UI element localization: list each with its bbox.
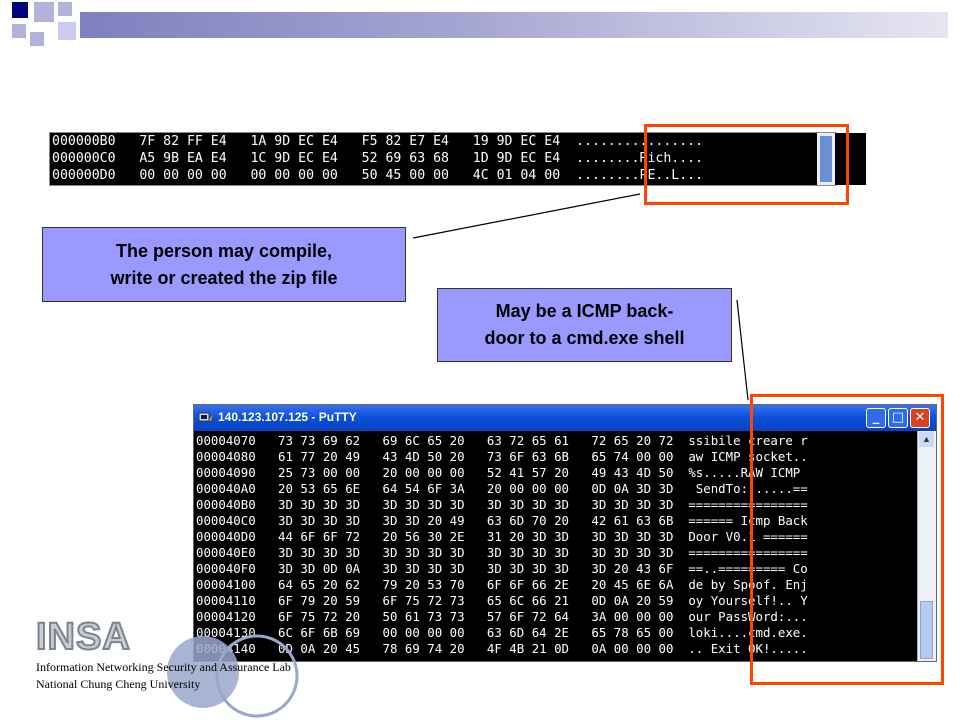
callout-compile-line1: The person may compile, — [115, 240, 333, 261]
corner-square-5 — [30, 32, 44, 46]
footer-credit: Information Networking Security and Assu… — [36, 659, 291, 693]
close-button[interactable]: ✕ — [910, 408, 930, 428]
terminal-row: 00004080 61 77 20 49 43 4D 50 20 73 6F 6… — [196, 449, 808, 464]
hex-dump-strip: 000000B0 7F 82 FF E4 1A 9D EC E4 F5 82 E… — [49, 132, 866, 186]
callout-compile-line2: write or created the zip file — [110, 267, 338, 288]
terminal-row: 00004090 25 73 00 00 20 00 00 00 52 41 5… — [196, 465, 801, 480]
corner-square-2 — [34, 2, 54, 22]
callout-compile: The person may compile, write or created… — [42, 227, 406, 302]
scrollbar-thumb[interactable] — [820, 136, 832, 182]
terminal-row: 00004120 6F 75 72 20 50 61 73 73 57 6F 7… — [196, 609, 808, 624]
hex-row: 000000C0 A5 9B EA E4 1C 9D EC E4 52 69 6… — [52, 151, 704, 166]
terminal-row: 00004100 64 65 20 62 79 20 53 70 6F 6F 6… — [196, 577, 808, 592]
minimize-button[interactable]: _ — [866, 408, 886, 428]
corner-square-6 — [58, 22, 76, 40]
putty-app-icon[interactable] — [198, 410, 214, 426]
terminal-scrollbar[interactable]: ▲ — [917, 431, 936, 661]
scrollbar-thumb[interactable] — [920, 601, 933, 659]
corner-square-4 — [12, 24, 26, 38]
scroll-up-arrow-icon[interactable]: ▲ — [919, 432, 934, 447]
corner-square-3 — [58, 2, 72, 16]
terminal-row: 000040B0 3D 3D 3D 3D 3D 3D 3D 3D 3D 3D 3… — [196, 497, 808, 512]
callout-icmp-line2: door to a cmd.exe shell — [484, 328, 685, 348]
header-gradient-band — [80, 12, 948, 38]
hex-strip-scrollbar[interactable] — [817, 133, 835, 185]
callout-icmp-line1: May be a ICMP back- — [495, 301, 674, 321]
terminal-area[interactable]: 00004070 73 73 69 62 69 6C 65 20 63 72 6… — [194, 431, 918, 661]
connector-line-compile — [412, 193, 641, 239]
corner-square-1 — [12, 2, 28, 18]
terminal-row: 00004070 73 73 69 62 69 6C 65 20 63 72 6… — [196, 433, 808, 448]
callout-icmp: May be a ICMP back- door to a cmd.exe sh… — [437, 288, 732, 362]
terminal-row: 000040C0 3D 3D 3D 3D 3D 3D 20 49 63 6D 7… — [196, 513, 808, 528]
terminal-row: 000040F0 3D 3D 0D 0A 3D 3D 3D 3D 3D 3D 3… — [196, 561, 808, 576]
connector-line-icmp — [736, 299, 749, 401]
terminal-row: 000040D0 44 6F 6F 72 20 56 30 2E 31 20 3… — [196, 529, 808, 544]
terminal-row: 00004130 6C 6F 6B 69 00 00 00 00 63 6D 6… — [196, 625, 808, 640]
rich-pe-highlight-box — [644, 124, 849, 205]
ascii-column — [700, 133, 866, 185]
maximize-button[interactable]: □ — [888, 408, 908, 428]
hex-row: 000000B0 7F 82 FF E4 1A 9D EC E4 F5 82 E… — [52, 134, 704, 149]
terminal-row: 000040E0 3D 3D 3D 3D 3D 3D 3D 3D 3D 3D 3… — [196, 545, 808, 560]
putty-titlebar[interactable]: 140.123.107.125 - PuTTY _ □ ✕ — [194, 405, 936, 431]
terminal-row: 00004110 6F 79 20 59 6F 75 72 73 65 6C 6… — [196, 593, 808, 608]
putty-title: 140.123.107.125 - PuTTY — [218, 410, 357, 424]
terminal-row: 000040A0 20 53 65 6E 64 54 6F 3A 20 00 0… — [196, 481, 808, 496]
insa-logo: INSA — [35, 615, 131, 659]
putty-window: 140.123.107.125 - PuTTY _ □ ✕ 00004070 7… — [193, 404, 937, 662]
footer-university: National Chung Cheng University — [36, 677, 201, 691]
footer-lab-name: Information Networking Security and Assu… — [36, 660, 291, 674]
backdoor-strings-highlight-box — [750, 394, 944, 685]
hex-row: 000000D0 00 00 00 00 00 00 00 00 50 45 0… — [52, 168, 704, 183]
terminal-row: 00004140 0D 0A 20 45 78 69 74 20 4F 4B 2… — [196, 641, 808, 656]
